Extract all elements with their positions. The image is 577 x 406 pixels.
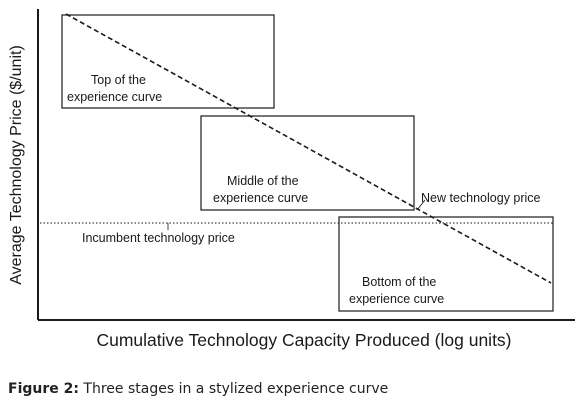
middle-box-label-line2: experience curve [213, 191, 308, 205]
bottom-box-label-line2: experience curve [349, 292, 444, 306]
new-price-pointer [416, 199, 426, 211]
top-box-label-line2: experience curve [67, 90, 162, 104]
x-axis-label: Cumulative Technology Capacity Produced … [96, 330, 511, 350]
top-box-label-line1: Top of the [91, 73, 146, 87]
y-axis-label: Average Technology Price ($/unit) [8, 45, 25, 285]
figure-caption-label: Figure 2: [8, 381, 79, 397]
top-stage-box [61, 14, 275, 109]
middle-box-label-line1: Middle of the [227, 174, 299, 188]
incumbent-technology-price-label: Incumbent technology price [82, 231, 235, 245]
new-technology-price-label: New technology price [421, 191, 541, 205]
bottom-stage-box [338, 216, 554, 312]
figure-caption-text: Three stages in a stylized experience cu… [78, 381, 389, 397]
bottom-box-label-line1: Bottom of the [362, 275, 436, 289]
middle-stage-box [200, 115, 415, 211]
figure-caption: Figure 2: Three stages in a stylized exp… [8, 381, 388, 397]
experience-curve-line [65, 13, 552, 284]
